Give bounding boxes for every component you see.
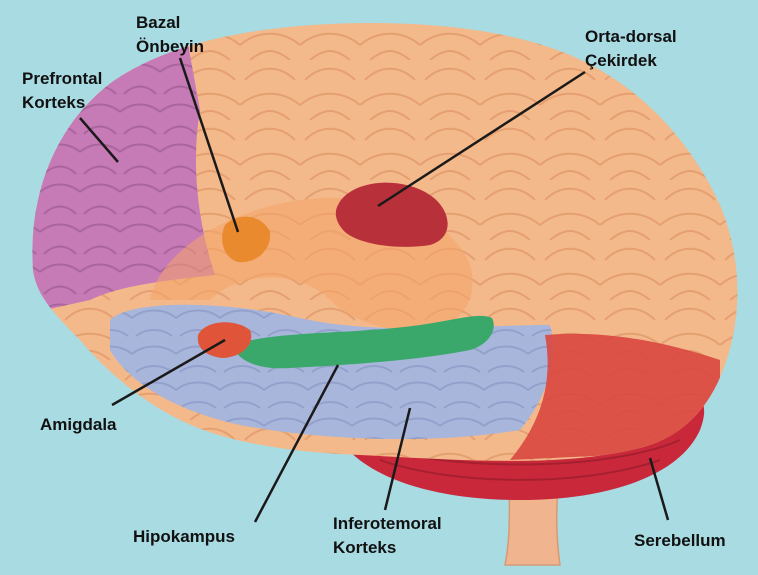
label-prefrontal-line1: Prefrontal <box>22 69 102 88</box>
label-amigdala: Amigdala <box>40 415 117 434</box>
label-infero-line2: Korteks <box>333 538 396 557</box>
label-orta-line1: Orta-dorsal <box>585 27 677 46</box>
label-bazal-line1: Bazal <box>136 13 180 32</box>
label-prefrontal-line2: Korteks <box>22 93 85 112</box>
label-bazal-line2: Önbeyin <box>136 37 204 56</box>
label-hipokampus: Hipokampus <box>133 527 235 546</box>
label-infero-line1: Inferotemoral <box>333 514 442 533</box>
label-serebellum: Serebellum <box>634 531 726 550</box>
label-orta-line2: Çekirdek <box>585 51 657 70</box>
